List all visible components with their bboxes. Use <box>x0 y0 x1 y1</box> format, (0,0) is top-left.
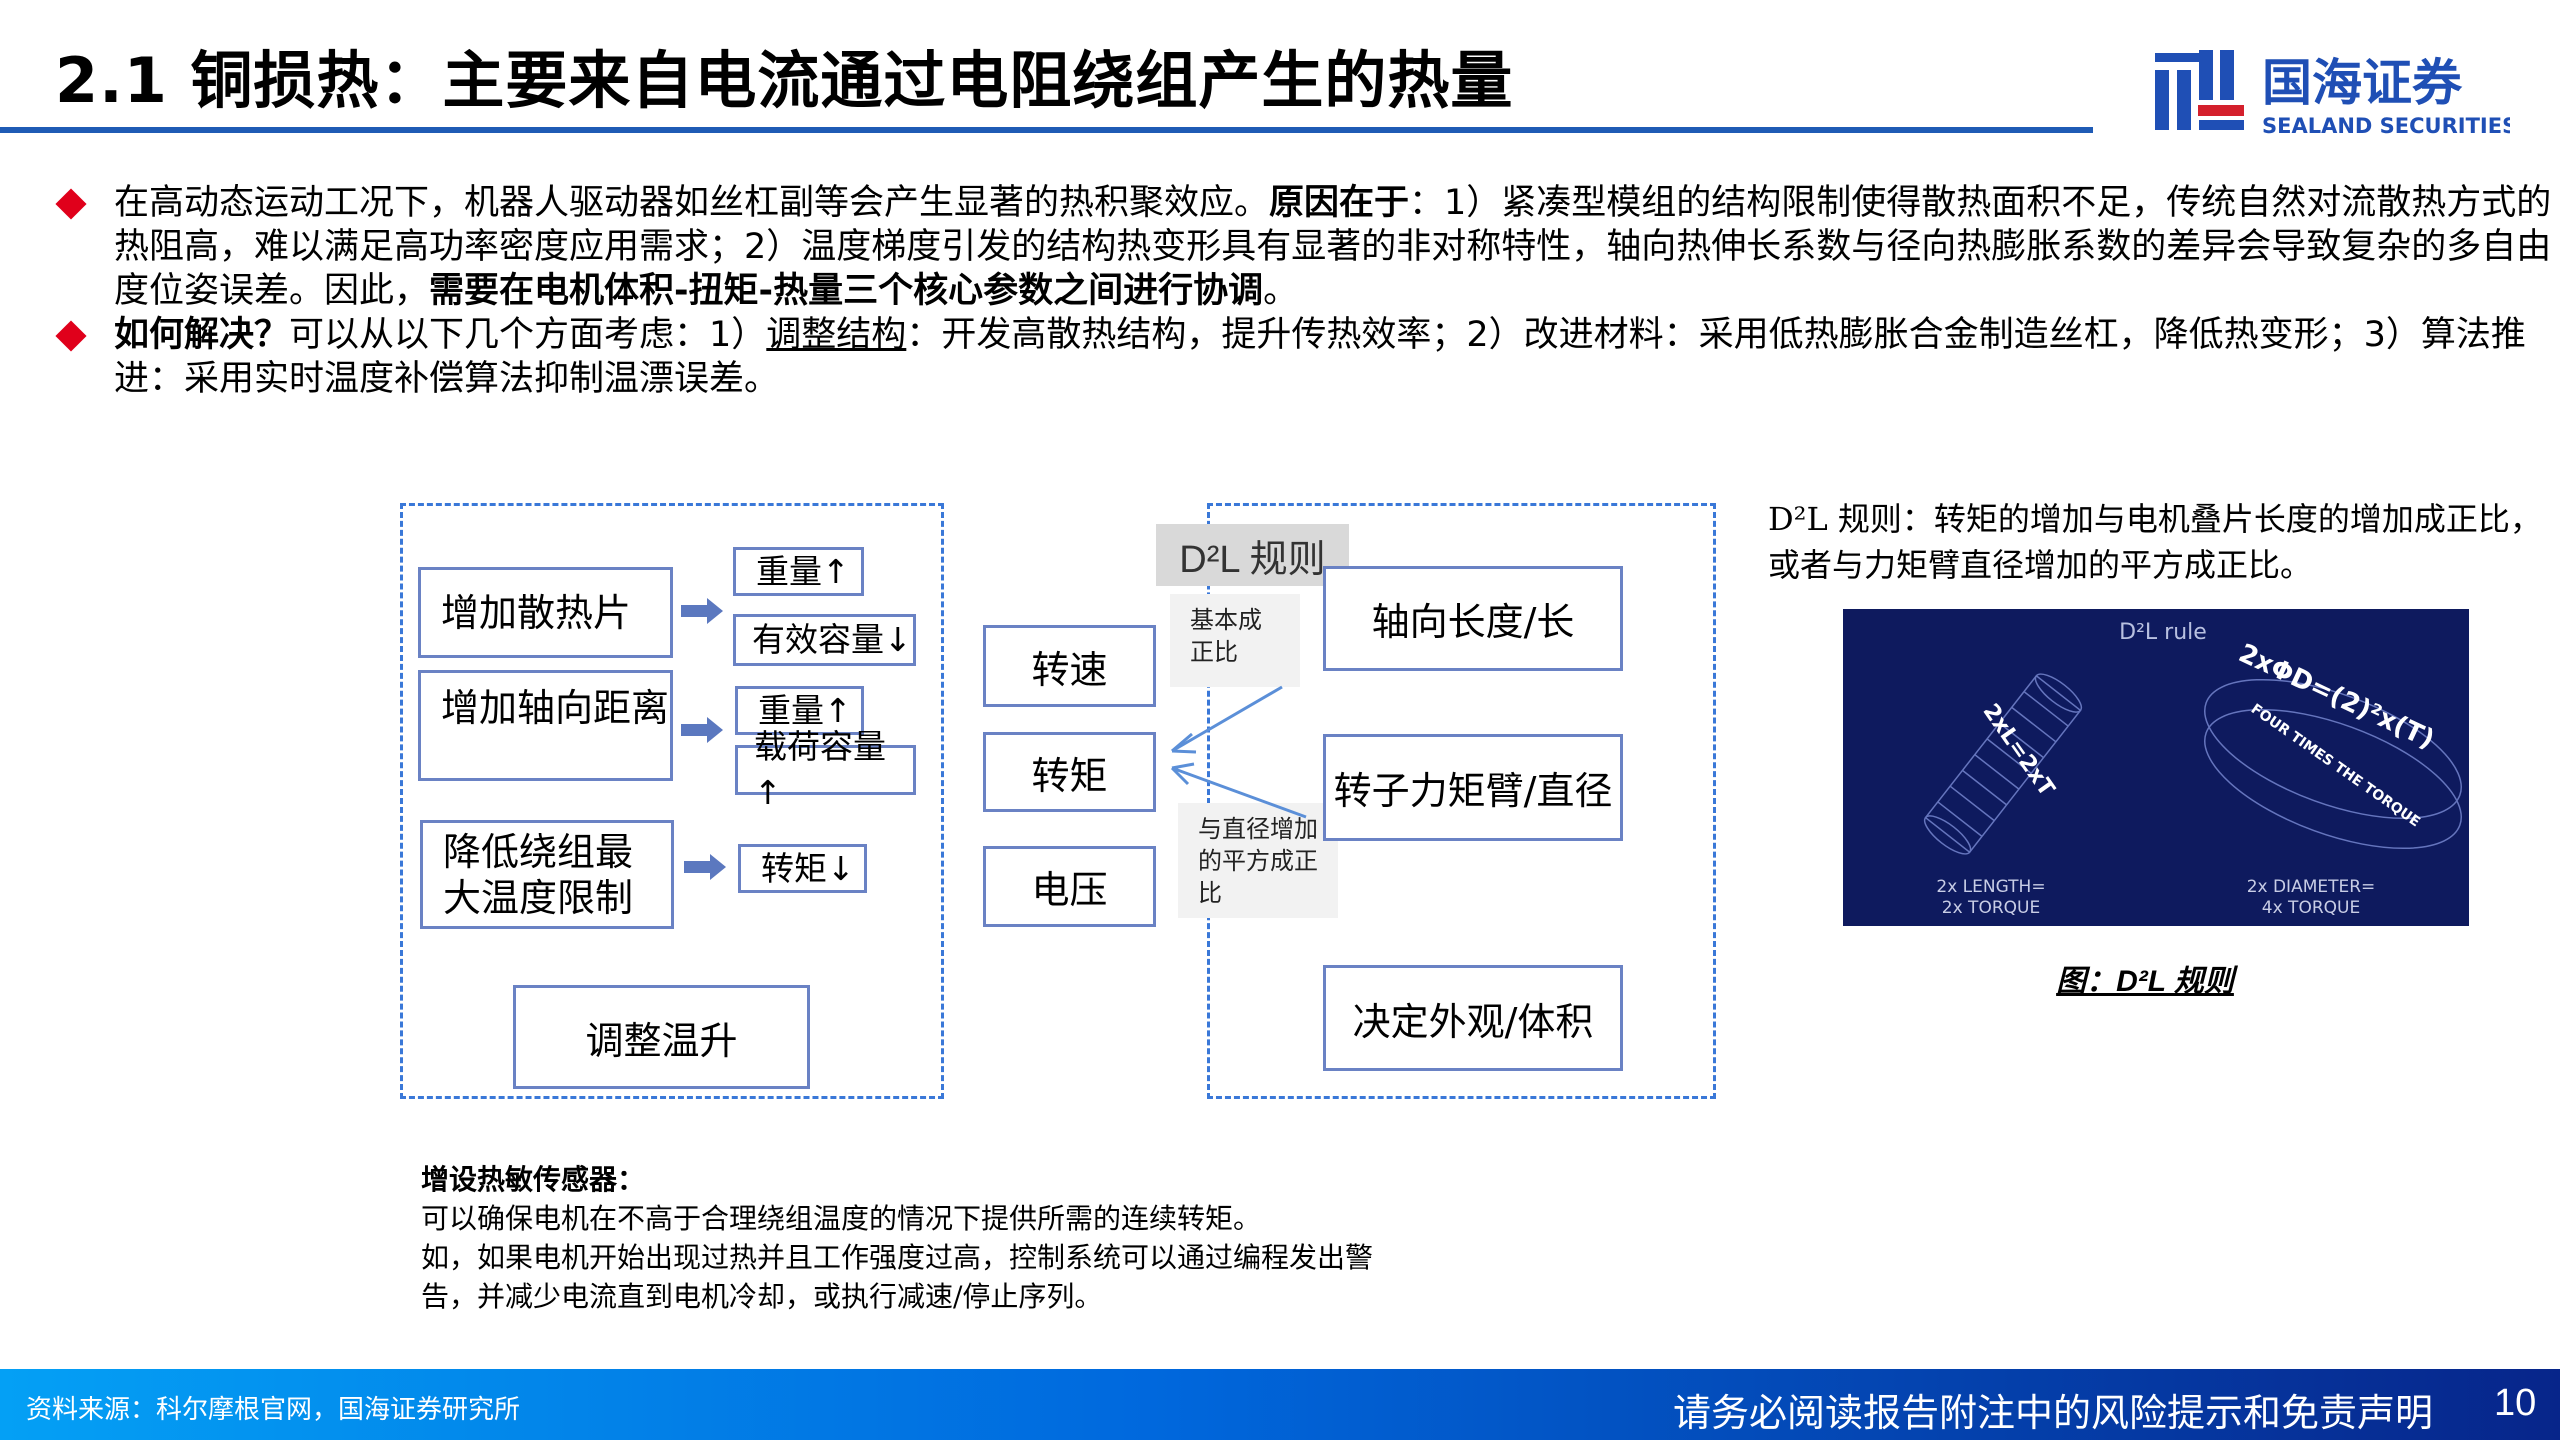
title-divider <box>0 127 2093 133</box>
notes-line: 如，如果电机开始出现过热并且工作强度过高，控制系统可以通过编程发出警 <box>421 1241 1374 1274</box>
torque-box: 转矩 <box>983 732 1156 812</box>
effect-box: 重量↑ <box>735 686 864 735</box>
svg-text:D²L rule: D²L rule <box>2119 620 2207 645</box>
svg-text:国海证券: 国海证券 <box>2262 54 2463 112</box>
page-number: 10 <box>2494 1382 2537 1424</box>
page-title: 2.1 铜损热：主要来自电流通过电阻绕组产生的热量 <box>55 44 1514 117</box>
svg-text:2x LENGTH=: 2x LENGTH= <box>1936 877 2045 897</box>
d2l-description: D²L 规则：转矩的增加与电机叠片长度的增加成正比，或者与力矩臂直径增加的平方成… <box>1768 500 2542 584</box>
bullet-diamond-icon <box>55 320 87 352</box>
bullet-text-segment: 可以从以下几个方面考虑：1） <box>289 315 767 355</box>
appearance-volume-box: 决定外观/体积 <box>1323 965 1623 1071</box>
source-text: 资料来源：科尔摩根官网，国海证券研究所 <box>26 1394 521 1424</box>
svg-text:2x DIAMETER=: 2x DIAMETER= <box>2247 877 2376 897</box>
footer-bar: 资料来源：科尔摩根官网，国海证券研究所 请务必阅读报告附注中的风险提示和免责声明… <box>0 1369 2560 1440</box>
bullet-text-segment: ：开发高散热结构，提升传热效率；2）改进材料：采用低热膨胀合金制造丝杠，降低热变… <box>114 315 2526 399</box>
svg-text:2xΦD=(2)²x(T): 2xΦD=(2)²x(T) <box>2234 638 2439 755</box>
disclaimer-link[interactable]: 请务必阅读报告附注中的风险提示和免责声明 <box>1672 1393 2433 1435</box>
bullet-text-segment: 在高动态运动工况下，机器人驱动器如丝杠副等会产生显著的热积聚效应。 <box>114 183 1270 223</box>
svg-text:4x TORQUE: 4x TORQUE <box>2262 898 2360 918</box>
bullet-diamond-icon <box>55 188 87 220</box>
adjust-temp-rise-box: 调整温升 <box>513 985 810 1089</box>
effect-box: 转矩↓ <box>738 844 867 893</box>
connector-arrows <box>1170 685 1307 819</box>
cause-box: 降低绕组最大温度限制 <box>420 820 674 929</box>
svg-text:SEALAND SECURITIES: SEALAND SECURITIES <box>2262 114 2510 138</box>
effect-box: 有效容量↓ <box>733 614 916 666</box>
rotor-arm-box: 转子力矩臂/直径 <box>1323 734 1623 841</box>
arrow-right-icon <box>684 854 726 880</box>
figure-caption: 图：D²L 规则 <box>2056 965 2234 998</box>
notes-line: 告，并减少电流直到电机冷却，或执行减速/停止序列。 <box>421 1280 1103 1313</box>
arrow-right-icon <box>681 598 723 624</box>
svg-text:2xL=2xT: 2xL=2xT <box>1978 699 2060 801</box>
voltage-box: 电压 <box>983 846 1156 927</box>
bullet-text-segment: 原因在于 <box>1269 183 1410 223</box>
bullet-text-segment: 如何解决？ <box>114 315 290 355</box>
d2l-rule-figure: D²L rule 2xL=2xT 2xΦD=(2)²x(T) FOUR TIME… <box>1843 609 2469 926</box>
notes-heading: 增设热敏传感器： <box>421 1163 646 1196</box>
left-diagram-frame <box>400 503 944 1099</box>
bullet-text-segment: 调整结构 <box>766 315 907 355</box>
bullet-2: 如何解决？可以从以下几个方面考虑：1）调整结构：开发高散热结构，提升传热效率；2… <box>55 313 2554 401</box>
bullet-text-segment: 。 <box>1263 271 1299 311</box>
bullet-text-segment: 需要在电机体积-扭矩-热量三个核心参数之间进行协调 <box>429 271 1264 311</box>
speed-box: 转速 <box>983 625 1156 707</box>
right-diagram-frame <box>1207 503 1716 1099</box>
square-proportional-note: 与直径增加的平方成正比 <box>1178 803 1338 918</box>
sealand-logo: 国海证券 SEALAND SECURITIES <box>2150 45 2517 145</box>
cause-box: 增加散热片 <box>418 567 673 658</box>
bullet-text-segment: ：1）紧凑型模组的结构限制使得散热面积不足，传统自然对流散热方式的热阻高，难以满… <box>114 183 2552 311</box>
arrow-right-icon <box>681 717 723 743</box>
notes-line: 可以确保电机在不高于合理绕组温度的情况下提供所需的连续转矩。 <box>421 1202 1262 1235</box>
d2l-rule-label: D²L 规则 <box>1156 524 1349 586</box>
effect-box: 载荷容量↑ <box>735 727 916 812</box>
axial-length-box: 轴向长度/长 <box>1323 566 1623 671</box>
cause-box: 增加轴向距离 <box>418 670 673 781</box>
sensor-notes: 增设热敏传感器： 可以确保电机在不高于合理绕组温度的情况下提供所需的连续转矩。 … <box>421 1160 1373 1316</box>
bullet-1: 在高动态运动工况下，机器人驱动器如丝杠副等会产生显著的热积聚效应。原因在于：1）… <box>55 181 2554 313</box>
effect-box: 重量↑ <box>733 547 864 596</box>
svg-text:2x TORQUE: 2x TORQUE <box>1942 898 2040 918</box>
proportional-note: 基本成正比 <box>1170 594 1300 687</box>
